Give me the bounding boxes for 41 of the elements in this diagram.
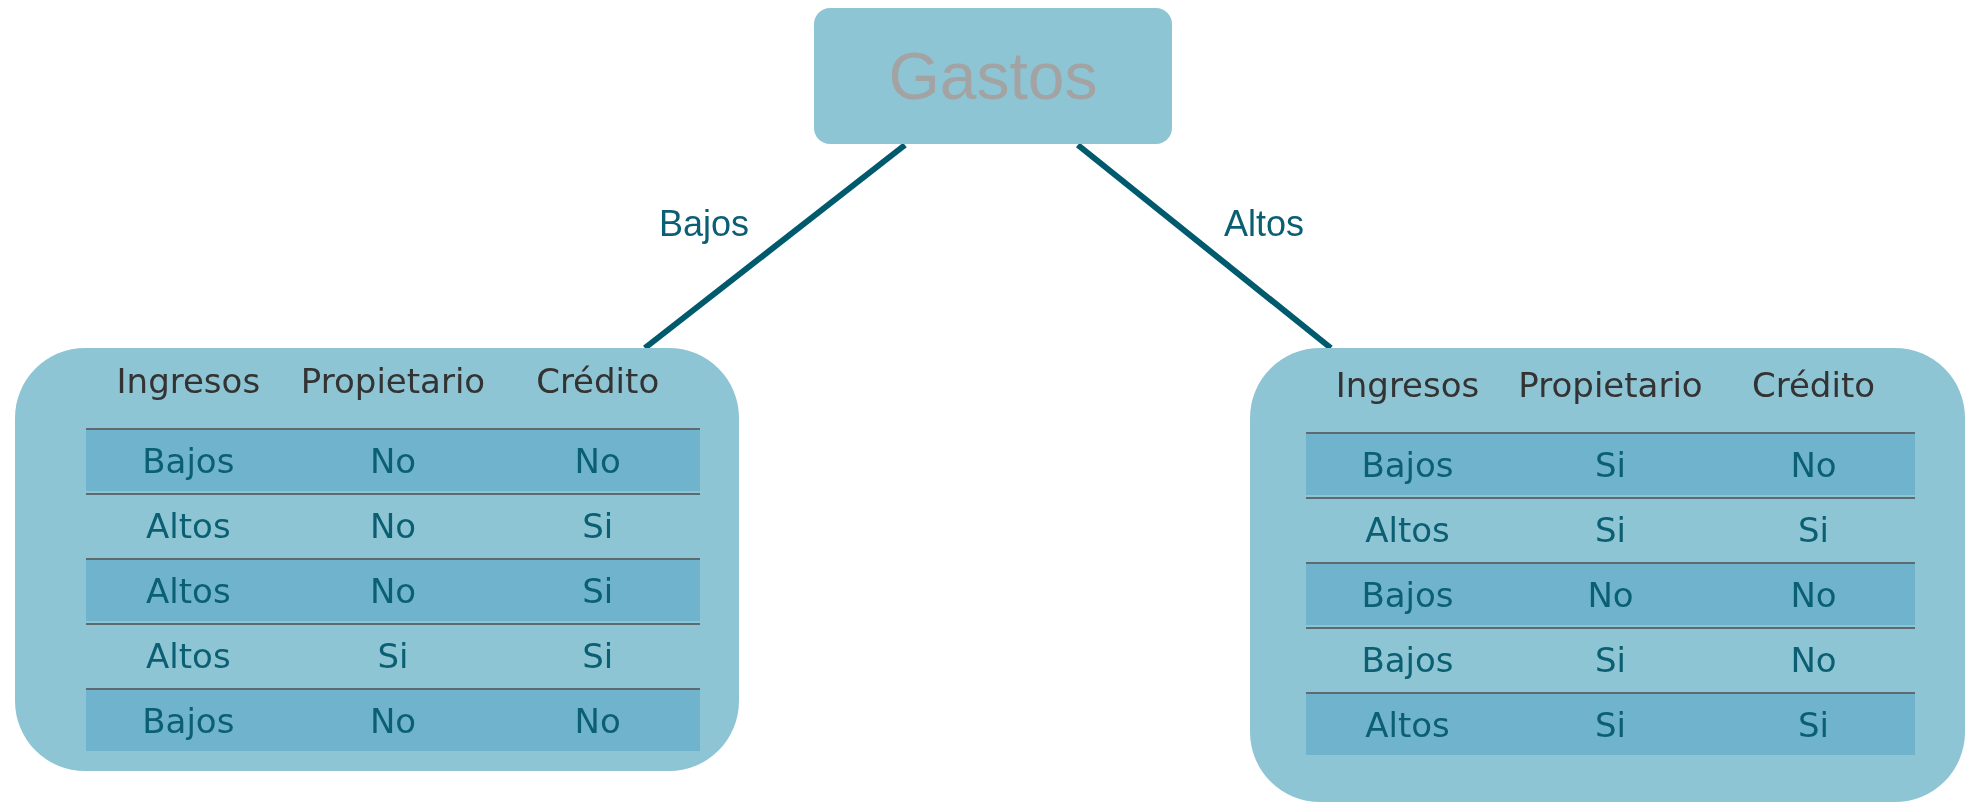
- table-value: Bajos: [141, 703, 236, 738]
- table-value: Si: [1797, 707, 1830, 742]
- table-value: No: [368, 573, 418, 608]
- table-value: Si: [1594, 512, 1627, 547]
- table-value: Altos: [1364, 707, 1451, 742]
- table-value: No: [368, 508, 418, 543]
- table-value: Bajos: [1360, 577, 1455, 612]
- table-value: No: [573, 703, 622, 738]
- table-value: Altos: [145, 508, 232, 543]
- table-value: Si: [1594, 642, 1627, 677]
- table-value: Si: [376, 638, 410, 673]
- table-value: Bajos: [141, 443, 236, 478]
- column-header: Propietario: [1517, 368, 1704, 402]
- leaf-node-box: [1250, 348, 1965, 802]
- table-value: No: [368, 443, 418, 478]
- leaf-node-box: [15, 348, 739, 771]
- table-value: Bajos: [1360, 447, 1455, 482]
- column-header: Crédito: [535, 364, 661, 398]
- column-header: Propietario: [299, 364, 487, 398]
- table-value: No: [1789, 447, 1838, 482]
- table-value: No: [368, 703, 418, 738]
- table-value: No: [1789, 642, 1838, 677]
- table-value: No: [1789, 577, 1838, 612]
- column-header: Ingresos: [115, 364, 262, 398]
- column-header: Crédito: [1750, 368, 1877, 402]
- table-value: Si: [581, 573, 615, 608]
- table-value: Si: [581, 638, 615, 673]
- table-value: No: [1586, 577, 1635, 612]
- root-node-box: [814, 8, 1172, 144]
- table-value: Si: [1594, 707, 1627, 742]
- table-value: No: [573, 443, 622, 478]
- table-value: Si: [1797, 512, 1830, 547]
- connector-line: [1075, 142, 1333, 351]
- table-value: Altos: [145, 573, 232, 608]
- table-value: Altos: [145, 638, 232, 673]
- table-value: Altos: [1364, 512, 1451, 547]
- connector-line: [643, 142, 907, 351]
- table-value: Si: [1594, 447, 1627, 482]
- table-value: Bajos: [1360, 642, 1455, 677]
- column-header: Ingresos: [1334, 368, 1481, 402]
- table-value: Si: [581, 508, 615, 543]
